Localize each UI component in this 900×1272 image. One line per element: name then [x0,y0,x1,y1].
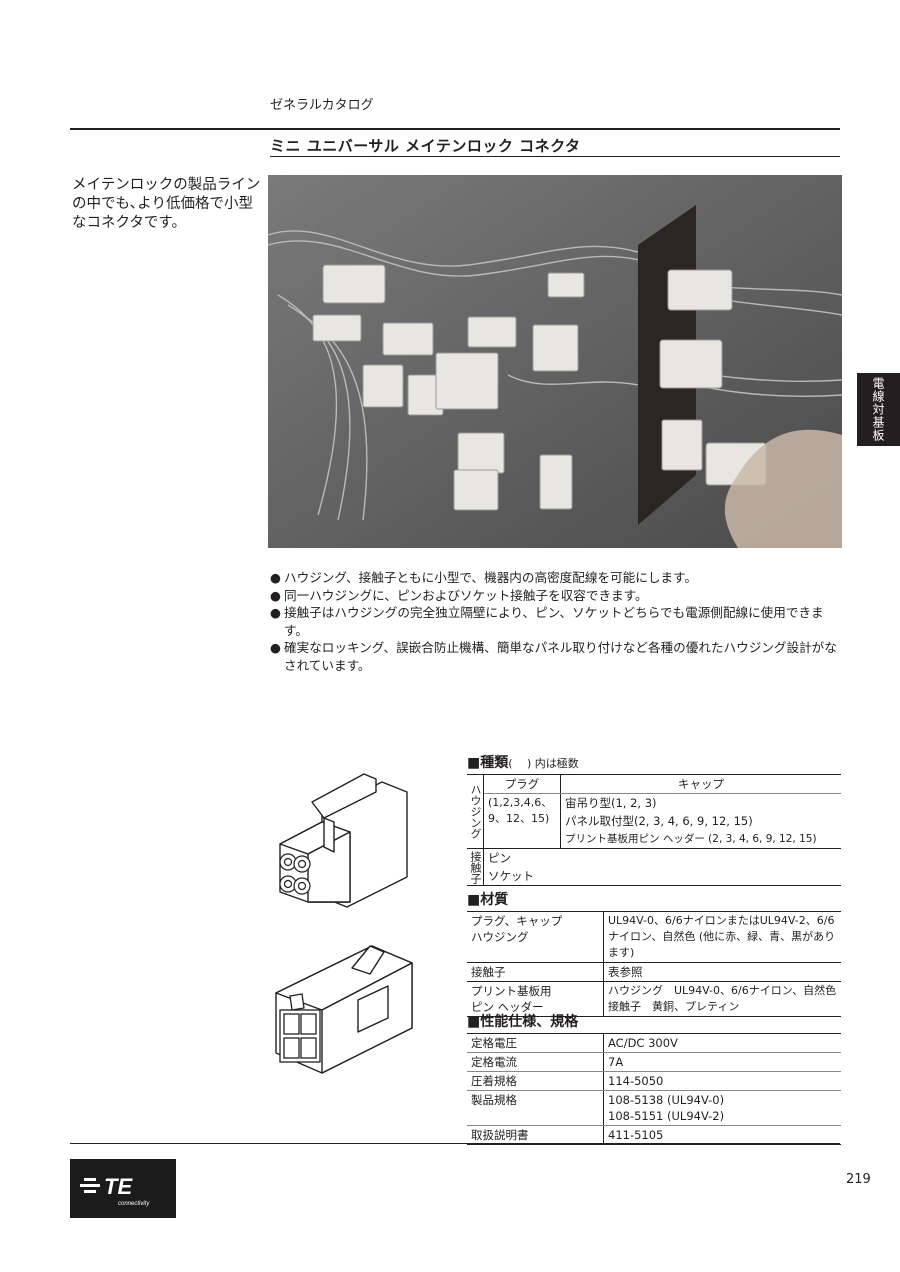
cap-value: プリント基板用ピン ヘッダー (2, 3, 4, 6, 9, 12, 15) [560,830,841,849]
spec-value: 7A [603,1052,841,1072]
contact-value: ピン [488,851,511,865]
feature-item: ●同一ハウジングに、ピンおよびソケット接触子を収容できます。 [270,587,845,605]
feature-text: 接触子はハウジングの完全独立隔壁により、ピン、ソケットどちらでも電源側配線に使用… [284,605,824,638]
feature-text: ハウジング、接触子ともに小型で、機器内の高密度配線を可能にします。 [284,570,697,585]
header-rule [70,128,840,130]
cap-drawing [275,945,413,1074]
feature-item: ●接触子はハウジングの完全独立隔壁により、ピン、ソケットどちらでも電源側配線に使… [270,604,845,639]
footer-rule [70,1143,840,1144]
types-heading-row: ■種類( ) 内は極数 [467,752,841,772]
bullet-mark: ● [270,587,281,603]
cap-value: パネル取付型(2, 3, 4, 6, 9, 12, 15) [565,814,753,828]
spec-value: 114-5050 [603,1071,841,1091]
types-table: ハウジング プラグ キャップ (1,2,3,4,6、9、12、15) 宙吊り型(… [467,774,841,886]
material-label: プリント基板用 ピン ヘッダー [467,981,604,1017]
feature-item: ●ハウジング、接触子ともに小型で、機器内の高密度配線を可能にします。 [270,569,845,587]
material-label: 接触子 [467,962,604,982]
logo-subtext: connectivity [118,1201,150,1207]
plug-drawing [279,773,408,908]
plug-values: (1,2,3,4,6、9、12、15) [483,793,561,849]
spec-value: 108-5138 (UL94V-0) 108-5151 (UL94V-2) [603,1090,841,1126]
page-title: ミニ ユニバーサル メイテンロック コネクタ [270,137,581,155]
cap-header: キャップ [560,774,841,794]
spec-label: 製品規格 [467,1090,604,1126]
material-value: ハウジング UL94V-0、6/6ナイロン、自然色 接触子 黄銅、プレティン [603,981,841,1017]
feature-item: ●確実なロッキング、誤嵌合防止機構、簡単なパネル取り付けなど各種の優れたハウジン… [270,639,845,674]
housing-label: ハウジング [467,774,484,849]
spec-label: 取扱説明書 [467,1125,604,1145]
catalog-label: ゼネラルカタログ [270,98,374,113]
category-side-tab: 電線対基板 [857,373,900,446]
contact-value: ソケット [483,867,841,886]
plug-header: プラグ [483,774,561,794]
te-logo: TE connectivity [70,1159,176,1218]
page-number: 219 [846,1172,871,1187]
spec-value: 411-5105 [603,1125,841,1145]
bullet-mark: ● [270,640,281,655]
bullet-mark: ● [270,605,281,620]
intro-text: メイテンロックの製品ラインの中でも､より低価格で小型なコネクタです。 [72,177,261,231]
title-rule [270,156,840,157]
spec-label: 圧着規格 [467,1071,604,1091]
product-photo [268,175,842,548]
material-label: プラグ、キャップ ハウジング [467,911,604,963]
feature-text: 確実なロッキング、誤嵌合防止機構、簡単なパネル取り付けなど各種の優れたハウジング… [284,640,837,673]
types-heading: ■種類 [467,755,509,771]
feature-list: ●ハウジング、接触子ともに小型で、機器内の高密度配線を可能にします。 ●同一ハウ… [270,569,845,674]
materials-heading: ■材質 [467,892,509,908]
te-logo-mark: TE connectivity [80,1174,150,1207]
materials-section: ■材質 プラグ、キャップ ハウジング UL94V-0、6/6ナイロンまたはUL9… [467,889,841,1017]
bullet-mark: ● [270,570,281,585]
contact-label: 接触子 [467,848,484,886]
cap-value: 宙吊り型(1, 2, 3) [565,796,657,810]
performance-heading: ■性能仕様、規格 [467,1014,579,1030]
types-section: ■種類( ) 内は極数 ハウジング プラグ キャップ (1,2,3,4,6、9、… [467,752,841,886]
performance-section: ■性能仕様、規格 定格電圧 AC/DC 300V 定格電流 7A 圧着規格 11… [467,1011,841,1145]
performance-table: 定格電圧 AC/DC 300V 定格電流 7A 圧着規格 114-5050 製品… [467,1033,841,1145]
spec-value: AC/DC 300V [603,1033,841,1053]
material-value: 表参照 [603,962,841,982]
feature-text: 同一ハウジングに、ピンおよびソケット接触子を収容できます。 [284,587,648,603]
types-note: ( ) 内は極数 [508,757,579,770]
logo-text: TE [104,1174,133,1199]
spec-label: 定格電流 [467,1052,604,1072]
materials-table: プラグ、キャップ ハウジング UL94V-0、6/6ナイロンまたはUL94V-2… [467,911,841,1017]
spec-label: 定格電圧 [467,1033,604,1053]
material-value: UL94V-0、6/6ナイロンまたはUL94V-2、6/6 ナイロン、自然色 (… [603,911,841,963]
product-photo-illustration [268,175,842,548]
